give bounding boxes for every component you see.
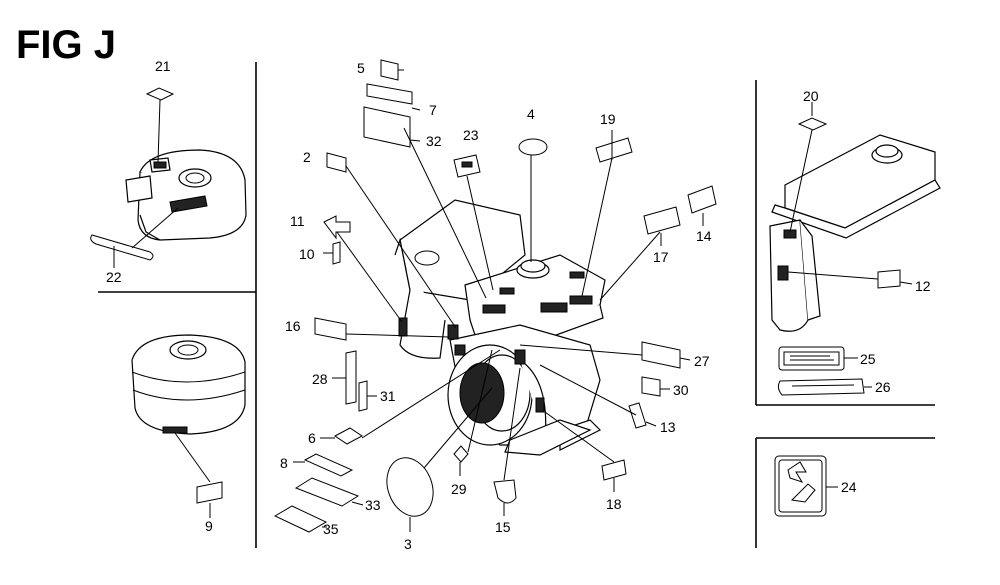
callout-19: 19 [600, 111, 616, 127]
callout-9: 9 [205, 518, 213, 534]
callout-21: 21 [155, 58, 171, 74]
decal-2 [326, 152, 347, 173]
callout-15: 15 [495, 519, 511, 535]
decal-24 [774, 455, 827, 517]
callout-30: 30 [673, 382, 689, 398]
decal-8 [303, 453, 354, 477]
decal-30 [641, 376, 661, 397]
callout-26: 26 [875, 379, 891, 395]
engine-decals [273, 59, 717, 533]
callout-10: 10 [299, 246, 315, 262]
callout-12: 12 [915, 278, 931, 294]
callout-2: 2 [303, 149, 311, 165]
decal-29 [453, 445, 469, 463]
decal-13 [628, 402, 647, 429]
decal-15 [493, 479, 517, 504]
decal-35 [273, 505, 328, 533]
decal-11 [323, 215, 351, 240]
decal-7 [366, 83, 413, 105]
air-cleaner-top [90, 87, 247, 268]
engine-main [394, 199, 606, 456]
label-24-box [774, 455, 838, 517]
decal-26 [777, 378, 865, 396]
callout-20: 20 [803, 88, 819, 104]
decal-6 [334, 427, 363, 445]
decal-4 [518, 138, 548, 156]
decal-9 [196, 481, 223, 504]
callout-31: 31 [380, 388, 396, 404]
callout-13: 13 [660, 419, 676, 435]
decal-32 [363, 106, 411, 148]
callout-7: 7 [429, 102, 437, 118]
callout-27: 27 [694, 353, 710, 369]
decal-14 [687, 185, 717, 214]
callout-14: 14 [696, 228, 712, 244]
callout-33: 33 [365, 497, 381, 513]
decal-17 [643, 206, 681, 235]
callout-4: 4 [527, 106, 535, 122]
callout-11: 11 [290, 213, 305, 229]
decal-20 [797, 117, 828, 131]
decal-19 [595, 137, 633, 163]
callout-25: 25 [860, 351, 876, 367]
decal-5 [380, 59, 399, 81]
callout-18: 18 [606, 496, 622, 512]
decal-25 [778, 346, 845, 371]
callout-24: 24 [841, 479, 857, 495]
callout-28: 28 [312, 371, 328, 387]
callout-5: 5 [357, 60, 365, 76]
decal-33 [294, 477, 360, 507]
callout-16: 16 [285, 318, 301, 334]
decal-16 [314, 317, 347, 341]
decal-28 [345, 350, 357, 405]
callout-8: 8 [280, 455, 288, 471]
panel-dividers [98, 62, 935, 548]
decal-10 [332, 241, 341, 265]
decal-22 [90, 234, 154, 261]
figure-title: FIG J [16, 23, 116, 67]
leader-lines [293, 69, 704, 532]
decal-21 [145, 87, 175, 101]
decal-12 [877, 269, 901, 289]
decal-31 [358, 380, 368, 412]
callout-29: 29 [451, 481, 467, 497]
air-cleaner-bottom [131, 334, 246, 518]
callout-17: 17 [653, 249, 669, 265]
decal-18 [601, 459, 627, 481]
callout-6: 6 [308, 430, 316, 446]
callout-3: 3 [404, 536, 412, 552]
callout-23: 23 [463, 127, 479, 143]
decal-27 [641, 341, 681, 369]
callout-22: 22 [106, 269, 122, 285]
callout-35: 35 [323, 521, 339, 537]
fuel-tank-right [769, 102, 941, 332]
callout-labels: 21 22 9 5 7 32 2 23 4 19 11 10 14 17 16 … [106, 58, 931, 552]
decal-3 [386, 457, 434, 517]
callout-32: 32 [426, 133, 442, 149]
label-strips [777, 346, 872, 396]
